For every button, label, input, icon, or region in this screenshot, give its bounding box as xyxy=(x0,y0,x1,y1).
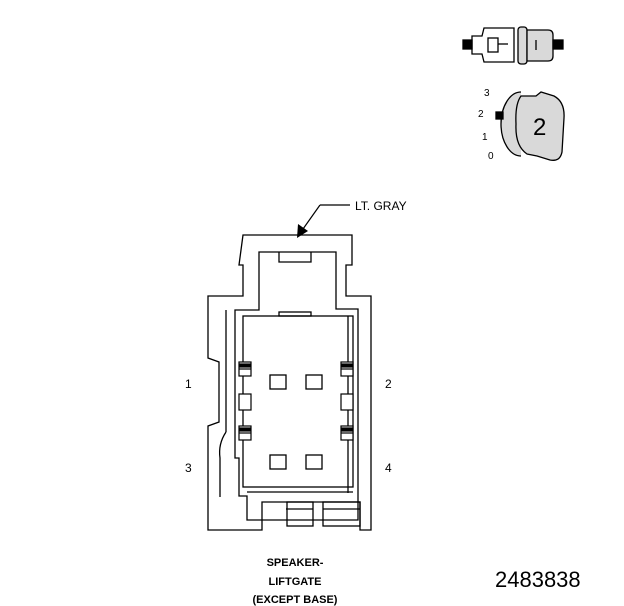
terminal-cavities xyxy=(269,374,323,470)
key-position-1: 1 xyxy=(482,132,488,143)
pin-label-3: 3 xyxy=(185,461,192,475)
caption-line-1: SPEAKER- xyxy=(266,557,324,569)
key-position-icon xyxy=(495,91,565,161)
key-selected-position: 2 xyxy=(533,114,547,141)
cavity-2 xyxy=(305,374,323,390)
key-position-2: 2 xyxy=(478,109,484,120)
color-callout-label: LT. GRAY xyxy=(355,199,407,213)
cavity-3 xyxy=(269,454,287,470)
connector-side-icon xyxy=(462,26,564,65)
caption-line-3: (EXCEPT BASE) xyxy=(252,594,338,606)
pin-label-4: 4 xyxy=(385,461,392,475)
cavity-1 xyxy=(269,374,287,390)
pin-label-2: 2 xyxy=(385,377,392,391)
cavity-4 xyxy=(305,454,323,470)
color-callout-arrow xyxy=(297,204,350,238)
pin-label-1: 1 xyxy=(185,377,192,391)
key-position-0: 0 xyxy=(488,151,494,162)
right-lock-tabs xyxy=(340,361,354,441)
caption-line-2: LIFTGATE xyxy=(268,576,322,588)
document-number: 2483838 xyxy=(495,567,581,592)
connector-face xyxy=(207,234,372,531)
key-position-3: 3 xyxy=(484,88,490,99)
left-lock-tabs xyxy=(238,361,252,441)
